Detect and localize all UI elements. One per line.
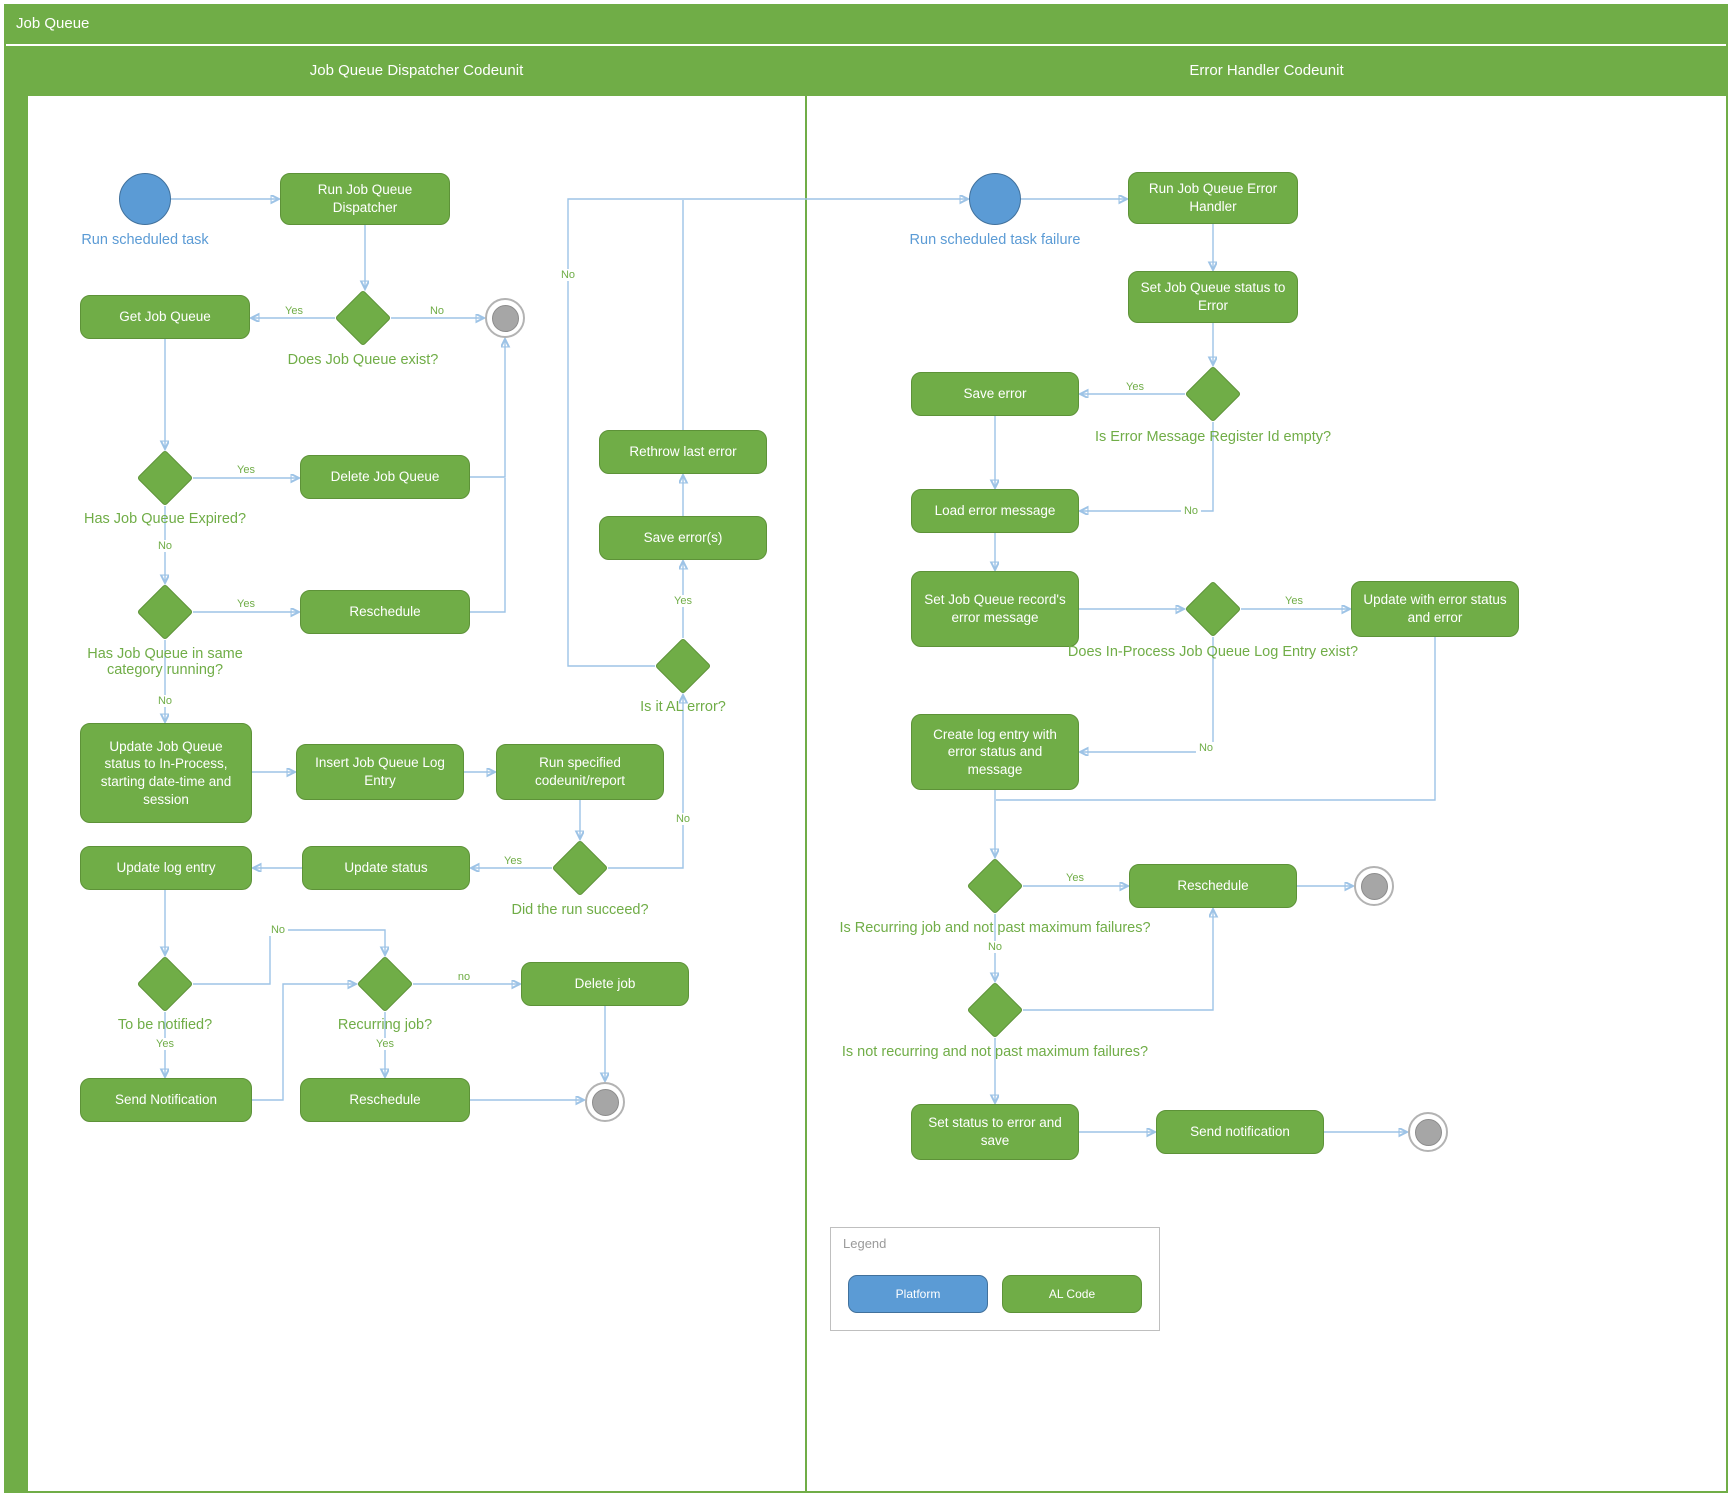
process-save-error: Save error	[911, 372, 1079, 416]
legend: Legend Platform AL Code	[830, 1227, 1160, 1331]
end-node-error-handled	[1408, 1112, 1448, 1152]
edge-label-expired-yes: Yes	[234, 464, 258, 476]
container-side-band	[6, 46, 28, 1491]
process-reschedule-recurring: Reschedule	[300, 1078, 470, 1122]
end-node-no-job-queue	[485, 298, 525, 338]
edge-reschedule-to-end-merge	[470, 478, 506, 613]
process-insert-log-entry: Insert Job Queue Log Entry	[296, 744, 464, 800]
process-load-error-message: Load error message	[911, 489, 1079, 533]
process-update-status-in-process: Update Job Queue status to In-Process, s…	[80, 723, 252, 823]
start-label-scheduled-task: Run scheduled task	[81, 232, 209, 248]
process-rethrow-last-error: Rethrow last error	[599, 430, 767, 474]
legend-al-code-chip: AL Code	[1002, 1275, 1142, 1313]
process-set-record-error-message: Set Job Queue record's error message	[911, 571, 1079, 647]
decision-label-in-process-log-exists: Does In-Process Job Queue Log Entry exis…	[1067, 644, 1359, 660]
process-update-log-entry: Update log entry	[80, 846, 252, 890]
decision-label-did-run-succeed: Did the run succeed?	[511, 902, 649, 918]
edge-label-succeed-yes: Yes	[501, 855, 525, 867]
lane-divider	[805, 46, 807, 1491]
process-send-notification-error: Send notification	[1156, 1110, 1324, 1154]
process-update-with-error-status: Update with error status and error	[1351, 581, 1519, 637]
process-run-job-queue-dispatcher: Run Job Queue Dispatcher	[280, 173, 450, 225]
edge-label-samecat-no: No	[154, 695, 176, 707]
process-get-job-queue: Get Job Queue	[80, 295, 250, 339]
start-label-scheduled-task-failure: Run scheduled task failure	[909, 232, 1081, 248]
lane-header-error-handler: Error Handler Codeunit	[807, 46, 1726, 96]
start-node-scheduled-task-failure	[969, 173, 1021, 225]
start-node-scheduled-task	[119, 173, 171, 225]
edge-label-recurmax-yes: Yes	[1063, 872, 1087, 884]
process-update-status: Update status	[302, 846, 470, 890]
process-delete-job: Delete job	[521, 962, 689, 1006]
edge-updateerror-merge	[996, 637, 1436, 801]
legend-platform-chip: Platform	[848, 1275, 988, 1313]
legend-title: Legend	[843, 1236, 887, 1251]
edge-label-recurring-yes: Yes	[373, 1038, 397, 1050]
process-set-status-to-error: Set Job Queue status to Error	[1128, 271, 1298, 323]
decision-label-to-be-notified: To be notified?	[117, 1017, 213, 1033]
decision-label-is-al-error: Is it AL error?	[640, 699, 726, 715]
edge-alerror-no-to-failure-start	[567, 199, 968, 667]
edge-sendnotif-to-recurring	[252, 984, 356, 1101]
process-save-errors: Save error(s)	[599, 516, 767, 560]
process-delete-job-queue: Delete Job Queue	[300, 455, 470, 499]
edge-succeed-no-alerror	[608, 695, 683, 869]
lane-header-dispatcher: Job Queue Dispatcher Codeunit	[28, 46, 805, 96]
diagram-title-bar: Job Queue	[4, 4, 1728, 44]
process-run-error-handler: Run Job Queue Error Handler	[1128, 172, 1298, 224]
process-set-status-error-save: Set status to error and save	[911, 1104, 1079, 1160]
end-node-dispatcher-done	[585, 1082, 625, 1122]
edge-label-succeed-no: No	[672, 813, 694, 825]
end-node-inner	[1414, 1118, 1442, 1146]
decision-label-recurring-not-max: Is Recurring job and not past maximum fa…	[839, 920, 1151, 936]
decision-label-has-expired: Has Job Queue Expired?	[83, 511, 247, 527]
decision-label-register-id-empty: Is Error Message Register Id empty?	[1094, 429, 1332, 445]
edge-notrecur-to-reschedule	[1023, 909, 1213, 1011]
edge-delete-to-end	[470, 339, 505, 478]
process-reschedule-error: Reschedule	[1129, 864, 1297, 908]
decision-label-job-queue-exists: Does Job Queue exist?	[287, 352, 439, 368]
process-send-notification: Send Notification	[80, 1078, 252, 1122]
diagram-title: Job Queue	[16, 15, 90, 32]
edge-label-expired-no: No	[154, 540, 176, 552]
edge-label-samecat-yes: Yes	[234, 598, 258, 610]
end-node-rescheduled	[1354, 866, 1394, 906]
edge-label-notified-yes: Yes	[153, 1038, 177, 1050]
edge-label-register-no: No	[1180, 505, 1202, 517]
edge-notified-no-recurring	[193, 929, 385, 985]
decision-label-recurring-job: Recurring job?	[337, 1017, 433, 1033]
process-create-log-entry: Create log entry with error status and m…	[911, 714, 1079, 790]
edge-label-recurring-no: no	[454, 971, 474, 983]
edge-label-recurmax-no: No	[984, 941, 1006, 953]
process-reschedule-expired: Reschedule	[300, 590, 470, 634]
end-node-inner	[591, 1088, 619, 1116]
end-node-inner	[1360, 872, 1388, 900]
edge-label-logexists-no: No	[1195, 742, 1217, 754]
process-run-specified-codeunit: Run specified codeunit/report	[496, 744, 664, 800]
edge-label-logexists-yes: Yes	[1282, 595, 1306, 607]
edge-label-exists-no: No	[426, 305, 448, 317]
edge-label-alerror-no: No	[557, 269, 579, 281]
end-node-inner	[491, 304, 519, 332]
edge-register-no-loaderror	[1080, 422, 1214, 511]
edge-label-notified-no: No	[267, 924, 289, 936]
edge-label-alerror-yes: Yes	[671, 595, 695, 607]
edge-label-register-yes: Yes	[1123, 381, 1147, 393]
edge-label-exists-yes: Yes	[282, 305, 306, 317]
decision-label-not-recurring-not-max: Is not recurring and not past maximum fa…	[841, 1044, 1149, 1060]
decision-label-same-category: Has Job Queue in same category running?	[87, 646, 243, 678]
